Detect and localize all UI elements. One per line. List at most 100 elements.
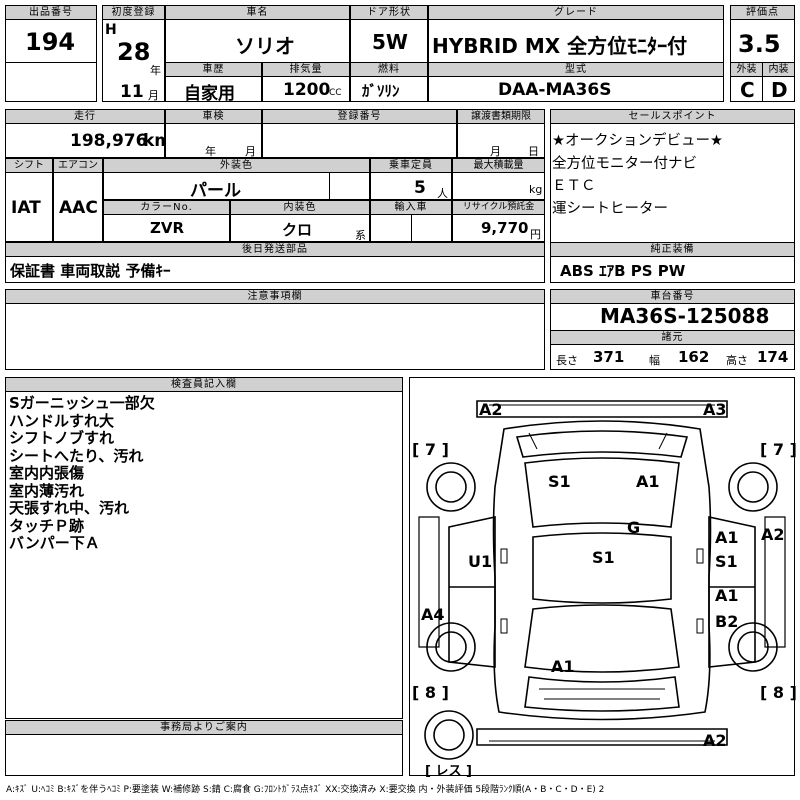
color-no-box	[103, 214, 230, 242]
door-label: ドア形状	[350, 5, 428, 20]
door-box	[350, 19, 428, 63]
recycle-label: リサイクル預託金	[452, 200, 545, 215]
sales-point-item: 全方位モニター付ナビ	[552, 155, 697, 172]
color-no: ZVR	[150, 219, 185, 237]
ac-label: エアコン	[53, 158, 103, 173]
insp-month-unit: 月	[245, 145, 256, 158]
year-unit: 年	[150, 64, 161, 77]
displacement-box	[262, 76, 350, 102]
recycle: 9,770	[481, 219, 529, 237]
mark-right-fender: A2	[761, 525, 785, 544]
reg-no-box	[262, 123, 457, 158]
first-reg-label: 初度登録	[102, 5, 165, 20]
sales-point-label: セールスポイント	[550, 109, 795, 124]
fuel-label: 燃料	[350, 62, 428, 77]
lot-no: 194	[25, 28, 76, 56]
spec-label: 諸元	[550, 330, 795, 345]
sales-point-list: ★オークションデビュー★ 全方位モニター付ナビ ＥＴＣ 運シートヒーター	[552, 130, 723, 220]
mark-windshield: G	[627, 518, 641, 537]
ext-color-extra	[329, 172, 370, 200]
lot-no-label: 出品番号	[5, 5, 97, 20]
history: 自家用	[184, 84, 235, 104]
inspector-note: バンパー下Ａ	[9, 534, 100, 552]
tire-front-right: [ 7 ]	[760, 440, 797, 459]
spec-box	[550, 344, 795, 370]
inspector-note: Sガーニッシュ一部欠	[9, 394, 155, 412]
int-color-box	[230, 214, 370, 242]
shift: IAT	[11, 198, 41, 218]
equip: ABS ｴｱB PS PW	[560, 262, 686, 280]
history-box	[165, 76, 262, 102]
era: H	[105, 22, 117, 38]
capacity-unit: 人	[437, 187, 448, 200]
transfer-box	[457, 123, 545, 158]
model-label: 型式	[428, 62, 724, 77]
history-label: 車歴	[165, 62, 262, 77]
mileage-label: 走行	[5, 109, 165, 124]
mark-right-door-s: S1	[715, 552, 738, 571]
height: 174	[757, 348, 789, 366]
yen-unit: 円	[530, 228, 541, 241]
height-label: 高さ	[726, 354, 748, 367]
import-box-1	[370, 214, 412, 242]
chassis-label: 車台番号	[550, 289, 795, 304]
ext-color-label: 外装色	[103, 158, 370, 173]
parts: 保証書 車両取説 予備ｷｰ	[10, 262, 171, 280]
load-unit: kg	[529, 183, 543, 196]
displacement-label: 排気量	[262, 62, 350, 77]
score-box	[730, 19, 795, 63]
cc-unit: CC	[329, 88, 342, 98]
inspection-label: 車検	[165, 109, 262, 124]
inspector-note: タッチＰ跡	[9, 516, 85, 535]
mark-front-right: A3	[703, 400, 727, 419]
car-name: ソリオ	[235, 34, 295, 58]
int-color-unit: 系	[355, 229, 366, 242]
load-box	[452, 172, 545, 200]
int-label: 内装	[762, 62, 795, 77]
fuel: ｶﾞｿﾘﾝ	[362, 82, 400, 100]
inspector-note: ハンドルすれ大	[9, 411, 115, 430]
mark-hood-left: S1	[548, 472, 571, 491]
transfer-day: 日	[528, 145, 539, 158]
tire-rear-left: [ 8 ]	[412, 683, 449, 702]
sales-point-item: 運シートヒーター	[552, 200, 668, 217]
legend: A:ｷｽﾞ U:ﾍｺﾐ B:ｷｽﾞを伴うﾍｺﾐ P:要塗装 W:補修跡 S:錆 …	[6, 785, 605, 795]
transfer-month: 月	[490, 145, 501, 158]
model-box	[428, 76, 724, 102]
inspector-box	[5, 391, 403, 719]
inspector-note: シートへたり、汚れ	[9, 446, 144, 465]
ext-color-box	[103, 172, 330, 200]
mileage-box	[5, 123, 165, 158]
ext-label: 外装	[730, 62, 763, 77]
tire-front-left: [ 7 ]	[412, 440, 449, 459]
score: 3.5	[738, 30, 781, 58]
displacement: 1200	[283, 80, 331, 100]
insp-year-unit: 年	[205, 145, 216, 158]
transfer-label: 譲渡書類期限	[457, 109, 545, 124]
spare-tire-label: [ レス ]	[425, 764, 472, 779]
ext-grade: C	[740, 78, 755, 102]
equip-label: 純正装備	[550, 242, 795, 257]
car-name-label: 車名	[165, 5, 350, 20]
inspection-box	[165, 123, 262, 158]
inspector-notes: Sガーニッシュ一部欠 ハンドルすれ大 シフトノブすれ シートへたり、汚れ 室内内…	[9, 394, 155, 553]
mark-right-rear-dent: B2	[715, 612, 739, 631]
office-label: 事務局よりご案内	[5, 720, 403, 735]
reg-year: 28	[117, 38, 151, 66]
inspector-note: 天張すれ中、汚れ	[9, 499, 130, 517]
score-label: 評価点	[730, 5, 795, 20]
mark-right-rear-door: A1	[715, 586, 739, 605]
reg-month: 11	[120, 82, 144, 102]
capacity-box	[370, 172, 452, 200]
capacity: 5	[414, 178, 426, 198]
mark-rear-gate: A1	[551, 657, 575, 676]
inspector-note: 室内薄汚れ	[9, 481, 85, 500]
mark-left-door: U1	[468, 552, 493, 571]
int-color: クロ	[282, 221, 313, 239]
lot-blank-box	[5, 62, 97, 102]
mark-rear-bumper: A2	[703, 731, 727, 750]
grade: HYBRID MX 全方位ﾓﾆﾀｰ付	[432, 34, 688, 58]
notes-box	[5, 303, 545, 370]
load-label: 最大積載量	[452, 158, 545, 173]
mark-front-left: A2	[479, 400, 503, 419]
